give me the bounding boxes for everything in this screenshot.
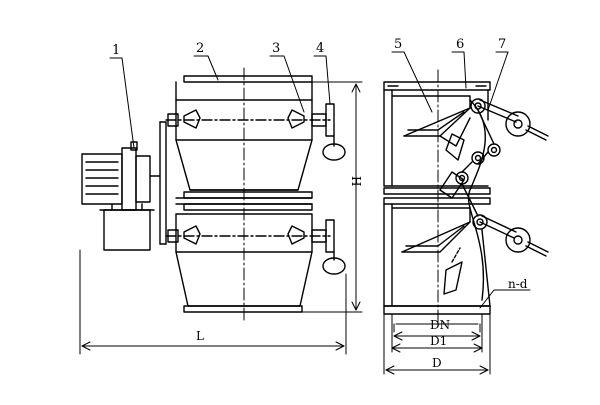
dimension-n-d: n-d xyxy=(508,277,528,291)
side-upper-chamber xyxy=(383,89,489,187)
front-view xyxy=(79,67,363,355)
bolt-holes-leader xyxy=(479,289,531,309)
dimension-DN: DN xyxy=(430,318,450,332)
drive-chain xyxy=(149,121,167,245)
lower-lever-linkage xyxy=(472,214,549,257)
top-flange xyxy=(183,75,313,83)
side-housing-curve xyxy=(467,99,486,301)
diameter-dimensions xyxy=(383,313,491,375)
side-middle-flange xyxy=(383,187,491,205)
height-dimension xyxy=(301,81,363,313)
dimension-D1: D1 xyxy=(430,334,447,348)
side-bottom-flange xyxy=(383,305,491,315)
leader-1 xyxy=(109,57,135,149)
counterweight-lower xyxy=(322,251,346,275)
leader-6 xyxy=(451,51,467,89)
chain-links xyxy=(455,109,501,217)
upper-valve-body xyxy=(165,81,335,191)
upper-rotor-hub-left xyxy=(183,109,201,129)
leader-4 xyxy=(313,55,331,105)
callout-1: 1 xyxy=(112,43,120,58)
bottom-flange xyxy=(183,305,303,313)
callout-2: 2 xyxy=(196,41,204,56)
upper-lever-weight xyxy=(505,111,531,137)
motor-pedestal xyxy=(103,209,151,251)
lower-rotor-hub-left xyxy=(183,225,201,245)
dimension-L: L xyxy=(196,329,204,343)
dimension-H: H xyxy=(349,176,363,186)
lower-flap-plate xyxy=(401,221,471,253)
callout-6: 6 xyxy=(456,37,464,52)
leader-5 xyxy=(391,51,433,113)
leader-7 xyxy=(487,51,509,111)
side-top-flange xyxy=(383,81,491,91)
motor xyxy=(81,141,151,211)
lower-valve-body xyxy=(165,213,335,307)
lower-flap-open xyxy=(443,261,463,295)
lower-lever-weight xyxy=(505,227,531,253)
callout-leaders xyxy=(109,51,509,149)
leader-2 xyxy=(193,55,219,81)
callout-4: 4 xyxy=(316,41,324,56)
callout-3: 3 xyxy=(272,41,280,56)
motor-base xyxy=(99,203,155,251)
motor-terminal-box xyxy=(130,141,138,151)
lower-rotor-hub-right xyxy=(287,225,305,245)
length-dimension xyxy=(79,249,347,355)
dimension-D: D xyxy=(432,356,442,370)
upper-lever-linkage xyxy=(470,98,549,141)
counterweight-upper xyxy=(322,135,346,161)
upper-rotor-hub-right xyxy=(287,109,305,129)
callout-7: 7 xyxy=(498,37,506,52)
callout-5: 5 xyxy=(394,37,402,52)
side-view xyxy=(383,69,549,375)
leader-3 xyxy=(269,55,305,113)
